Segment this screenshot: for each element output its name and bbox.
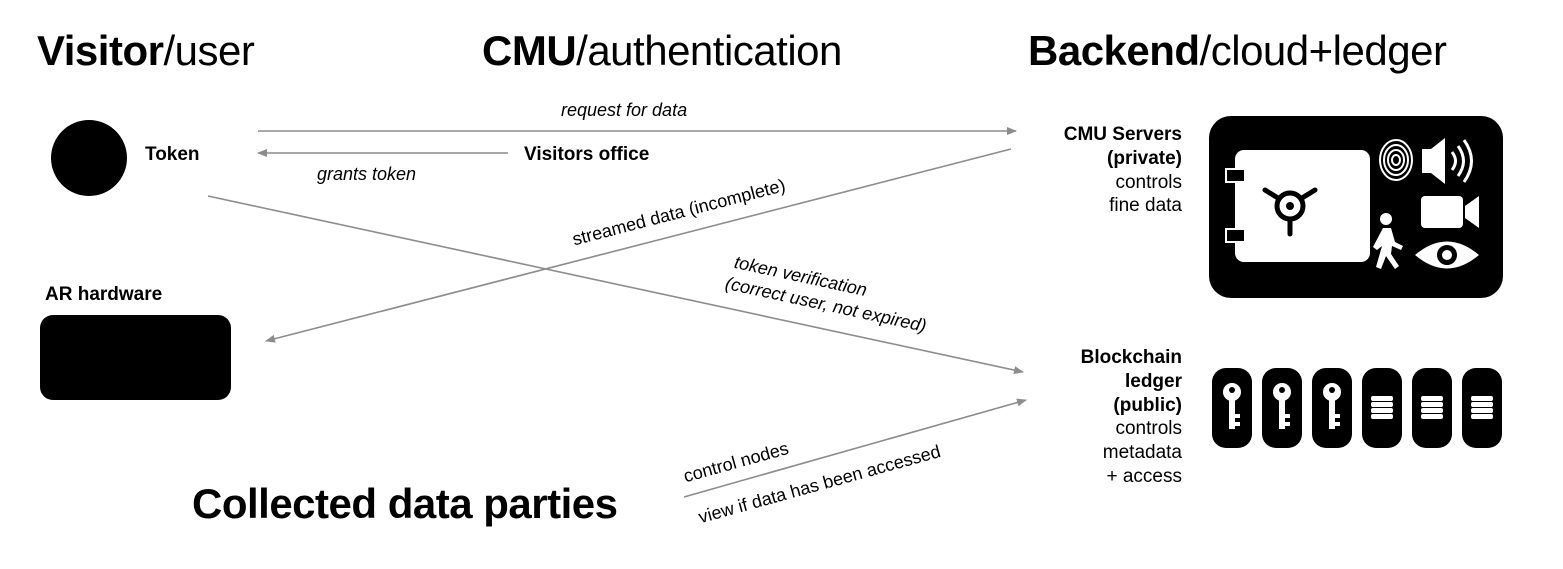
speaker-icon	[1422, 138, 1473, 184]
cmu-servers-line-3: controls	[1115, 171, 1182, 193]
visitor-heading-bold: Visitor	[37, 27, 164, 74]
cmu-servers-line-4: fine data	[1109, 195, 1182, 217]
cmu-server-panel	[1209, 116, 1503, 298]
cmu-servers-line-2: (private)	[1107, 147, 1182, 169]
blockchain-line-3: (public)	[1113, 394, 1182, 416]
eye-icon	[1415, 241, 1479, 269]
key-icon	[1262, 368, 1302, 448]
key-icon	[1212, 368, 1252, 448]
verification-arrow	[207, 195, 1024, 375]
coin-stack-icon	[1462, 368, 1502, 448]
blockchain-line-5: metadata	[1102, 442, 1182, 463]
video-camera-icon	[1421, 196, 1479, 228]
vault-icon	[1225, 150, 1370, 262]
key-icon	[1312, 368, 1352, 448]
blockchain-line-4: controls	[1115, 418, 1182, 440]
ar-hardware-label: AR hardware	[45, 284, 163, 305]
coin-stack-icon	[1362, 368, 1402, 448]
visitors-office-label: Visitors office	[524, 144, 650, 165]
backend-heading: Backend/cloud+ledger	[1028, 27, 1447, 74]
visitor-avatar-circle	[51, 120, 127, 196]
token-label: Token	[145, 144, 200, 165]
ar-hardware-device	[40, 315, 231, 400]
fingerprint-icon	[1379, 139, 1413, 181]
backend-heading-bold: Backend	[1028, 27, 1200, 74]
backend-heading-rest: /cloud+ledger	[1199, 27, 1447, 74]
blockchain-token-row	[1212, 368, 1502, 448]
grants-label: grants token	[317, 164, 417, 184]
request-label: request for data	[561, 100, 688, 120]
visitor-heading: Visitor/user	[37, 27, 255, 74]
cmu-servers-line-1: CMU Servers	[1063, 124, 1182, 145]
blockchain-line-1: Blockchain	[1080, 347, 1182, 368]
coin-stack-icon	[1412, 368, 1452, 448]
streamed-arrow	[265, 148, 1012, 343]
collected-data-parties-heading: Collected data parties	[192, 480, 618, 527]
blockchain-text: Blockchain ledger (public) controls meta…	[1020, 346, 1182, 489]
blockchain-line-6: + access	[1106, 465, 1182, 487]
control-arrow	[683, 398, 1027, 498]
cmu-heading: CMU/authentication	[482, 30, 842, 72]
cmu-heading-rest: /authentication	[576, 27, 842, 74]
visitor-heading-rest: /user	[163, 27, 255, 74]
cmu-servers-text: CMU Servers (private) controls fine data	[1020, 123, 1182, 218]
walking-person-icon	[1373, 213, 1403, 269]
cmu-heading-bold: CMU	[482, 27, 577, 74]
blockchain-line-2: ledger	[1124, 370, 1182, 392]
